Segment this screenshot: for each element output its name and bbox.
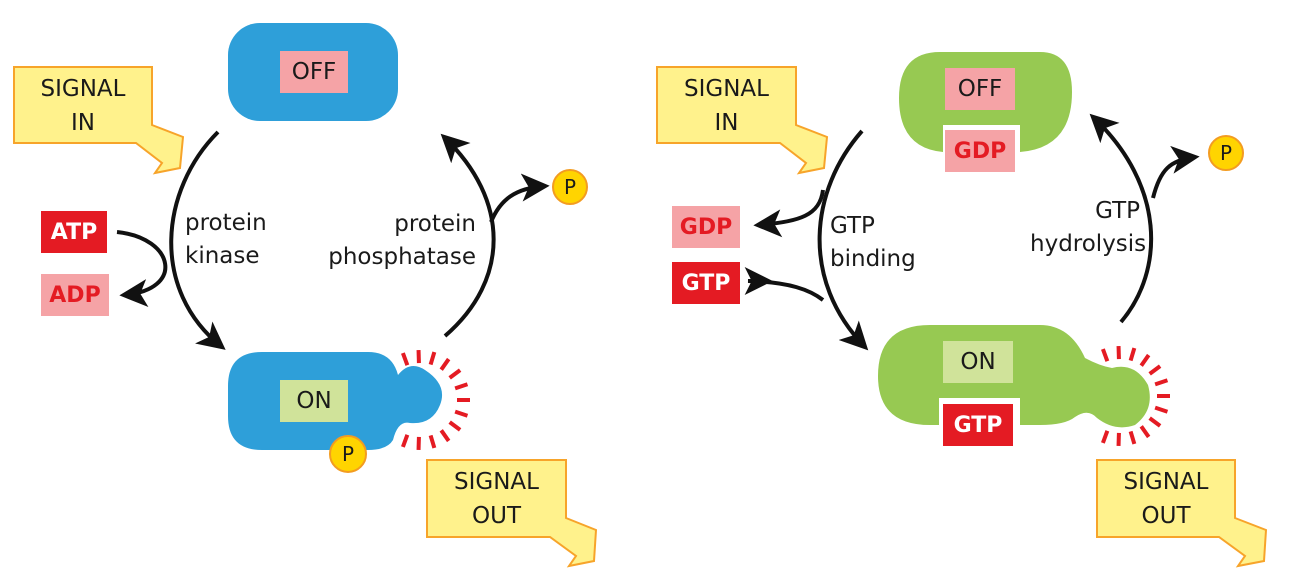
activity-ray — [1101, 430, 1110, 444]
gtp-hydrolysis-label: GTP hydrolysis — [1030, 195, 1147, 261]
on-state-box-left: ON — [280, 380, 348, 422]
off-state-box-left: OFF — [280, 51, 348, 93]
signal-out-line2: OUT — [472, 503, 521, 529]
gtp-hydrolysis-line1: GTP — [1095, 198, 1140, 224]
activity-ray — [1139, 353, 1151, 367]
phosphate-icon-attached — [329, 435, 367, 473]
signal-in-label-left: SIGNAL IN — [14, 72, 152, 140]
activity-ray — [1148, 416, 1162, 428]
active-gtpase — [878, 325, 1150, 428]
activity-ray — [1128, 430, 1137, 445]
activity-ray — [428, 351, 437, 366]
activity-ray — [1128, 347, 1137, 362]
activity-rays-left — [401, 349, 470, 451]
kinase-label: protein kinase — [185, 207, 267, 273]
signal-in-line2-right: IN — [714, 110, 739, 136]
phosphate-icon-released-right — [1208, 135, 1244, 171]
activity-ray — [401, 352, 410, 366]
activity-rays-right — [1101, 345, 1170, 447]
gdp-released-box: GDP — [672, 206, 740, 248]
activity-ray — [1154, 378, 1169, 387]
signal-out-label-right: SIGNAL OUT — [1097, 465, 1235, 533]
signal-out-line2-right: OUT — [1141, 503, 1191, 529]
adp-box: ADP — [41, 274, 109, 316]
gtp-binding-arrow — [817, 129, 869, 351]
gtp-binding-line2: binding — [830, 246, 916, 272]
atp-box: ATP — [41, 211, 107, 253]
activity-ray — [439, 357, 451, 371]
kinase-label-line1: protein — [185, 210, 267, 236]
gtp-binding-line1: GTP — [830, 213, 875, 239]
activity-ray — [1139, 425, 1151, 439]
phosphatase-label: protein phosphatase — [328, 208, 476, 274]
signal-in-callout-right — [656, 66, 829, 175]
phosphatase-label-line1: protein — [394, 211, 476, 237]
gtp-binding-label: GTP binding — [830, 210, 916, 276]
phosphate-release-arrow-left — [489, 173, 550, 223]
signal-in-line1: SIGNAL — [40, 76, 126, 102]
activity-ray — [448, 368, 462, 380]
gdp-release-arrow — [753, 189, 825, 238]
signal-out-callout-right — [1096, 459, 1268, 568]
on-state-box-right: ON — [943, 341, 1013, 383]
activity-ray — [454, 382, 469, 391]
phosphate-label-released-left: P — [563, 175, 577, 199]
phosphate-icon-released-left — [552, 169, 588, 205]
gdp-bound-box: GDP — [945, 130, 1015, 172]
kinase-label-line2: kinase — [185, 243, 260, 269]
off-state-box-right: OFF — [945, 68, 1015, 110]
signal-in-callout-left — [13, 66, 185, 175]
activity-ray — [454, 409, 469, 418]
signal-out-line1-right: SIGNAL — [1123, 469, 1209, 495]
gtp-in-box: GTP — [672, 262, 740, 304]
gtp-bound-box: GTP — [943, 404, 1013, 446]
phosphate-label-released-right: P — [1219, 141, 1233, 165]
gtp-hydrolysis-line2: hydrolysis — [1030, 231, 1147, 257]
phosphatase-label-line2: phosphatase — [328, 244, 476, 270]
gtp-entry-arrow — [747, 279, 825, 302]
signal-in-label-right: SIGNAL IN — [657, 72, 796, 140]
activity-ray — [1154, 405, 1169, 414]
activity-ray — [439, 429, 451, 443]
activity-ray — [428, 434, 437, 449]
phosphate-release-arrow-right — [1151, 145, 1200, 199]
signal-out-line1: SIGNAL — [454, 469, 539, 495]
phosphatase-arrow — [440, 133, 496, 338]
gtp-hydrolysis-arrow — [1089, 113, 1154, 324]
activity-ray — [1148, 364, 1162, 376]
activity-ray — [1101, 348, 1110, 362]
activity-ray — [401, 434, 410, 448]
kinase-arrow — [169, 130, 226, 350]
atp-to-adp-arrow — [116, 230, 168, 308]
signal-in-line1-right: SIGNAL — [684, 76, 769, 102]
signal-in-line2: IN — [71, 110, 95, 136]
activity-ray — [448, 420, 462, 432]
signal-out-callout-left — [426, 459, 598, 568]
signal-out-label-left: SIGNAL OUT — [427, 465, 566, 533]
phosphate-label-attached: P — [341, 442, 355, 466]
